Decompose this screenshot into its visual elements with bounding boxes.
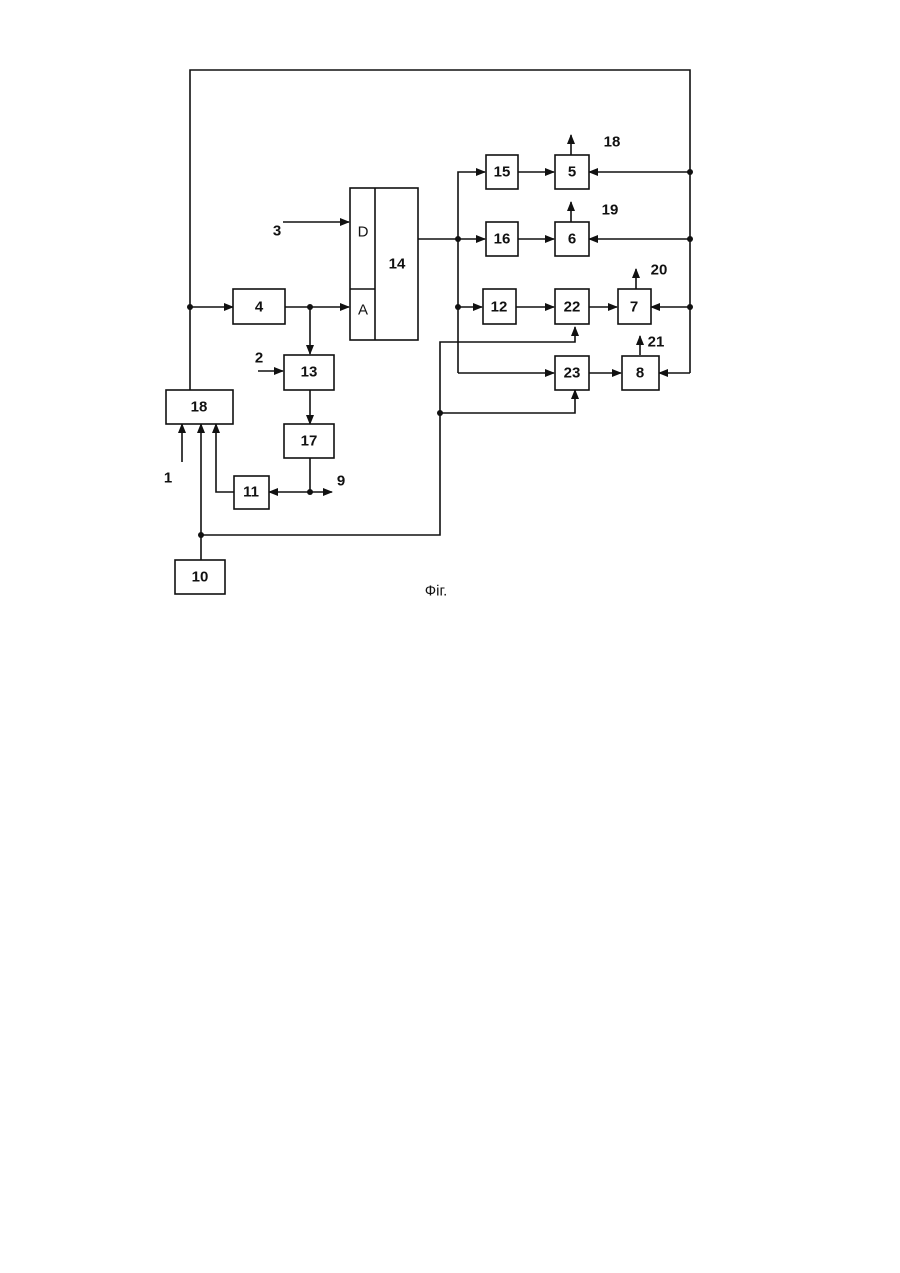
block-8-label: 8 bbox=[636, 365, 644, 382]
block-11-label: 11 bbox=[243, 484, 259, 501]
terminal-21-label: 21 bbox=[648, 334, 665, 351]
junction-dot bbox=[687, 169, 693, 175]
junction-dot bbox=[687, 304, 693, 310]
block-22-label: 22 bbox=[564, 299, 581, 316]
block-14-label: 14 bbox=[389, 256, 406, 273]
block-15-label: 15 bbox=[494, 164, 511, 181]
block-6: 6 bbox=[555, 222, 589, 256]
block-12: 12 bbox=[483, 289, 516, 324]
block-15: 15 bbox=[486, 155, 518, 189]
line-10-to-23 bbox=[440, 390, 575, 413]
terminal-20-label: 20 bbox=[651, 262, 668, 279]
block-23-label: 23 bbox=[564, 365, 581, 382]
block-4-label: 4 bbox=[255, 299, 264, 316]
junction-dot bbox=[198, 532, 204, 538]
block-4: 4 bbox=[233, 289, 285, 324]
block-7-label: 7 bbox=[630, 299, 638, 316]
block-17: 17 bbox=[284, 424, 334, 458]
junction-dot bbox=[687, 236, 693, 242]
junction-dot bbox=[455, 304, 461, 310]
block-10-label: 10 bbox=[192, 569, 209, 586]
junction-dot bbox=[307, 304, 313, 310]
block-23: 23 bbox=[555, 356, 589, 390]
terminal-2-label: 2 bbox=[255, 350, 263, 367]
block-5-label: 5 bbox=[568, 164, 576, 181]
block-6-label: 6 bbox=[568, 231, 576, 248]
block-14-a-port: A bbox=[358, 302, 368, 319]
junction-dot bbox=[437, 410, 443, 416]
block-7: 7 bbox=[618, 289, 651, 324]
junction-dot bbox=[307, 489, 313, 495]
line-bus-to-15 bbox=[458, 172, 485, 373]
block-14-d-port: D bbox=[358, 224, 369, 241]
block-17-label: 17 bbox=[301, 433, 318, 450]
block-8: 8 bbox=[622, 356, 659, 390]
figure-caption: Фіг. bbox=[425, 583, 448, 600]
block-11: 11 bbox=[234, 476, 269, 509]
terminal-18-label: 18 bbox=[604, 134, 621, 151]
block-10: 10 bbox=[175, 560, 225, 594]
terminal-19-label: 19 bbox=[602, 202, 619, 219]
block-22: 22 bbox=[555, 289, 589, 324]
junction-dot bbox=[455, 236, 461, 242]
block-13-label: 13 bbox=[301, 364, 318, 381]
block-14-memory: D A 14 bbox=[350, 188, 418, 340]
block-12-label: 12 bbox=[491, 299, 508, 316]
terminal-3-label: 3 bbox=[273, 223, 281, 240]
block-5: 5 bbox=[555, 155, 589, 189]
block-18-label: 18 bbox=[191, 399, 208, 416]
block-16: 16 bbox=[486, 222, 518, 256]
terminal-9-label: 9 bbox=[337, 473, 345, 490]
block-18: 18 bbox=[166, 390, 233, 424]
junction-dot bbox=[187, 304, 193, 310]
terminal-1-label: 1 bbox=[164, 470, 172, 487]
block-16-label: 16 bbox=[494, 231, 511, 248]
line-11-to-18 bbox=[216, 424, 234, 492]
block-13: 13 bbox=[284, 355, 334, 390]
